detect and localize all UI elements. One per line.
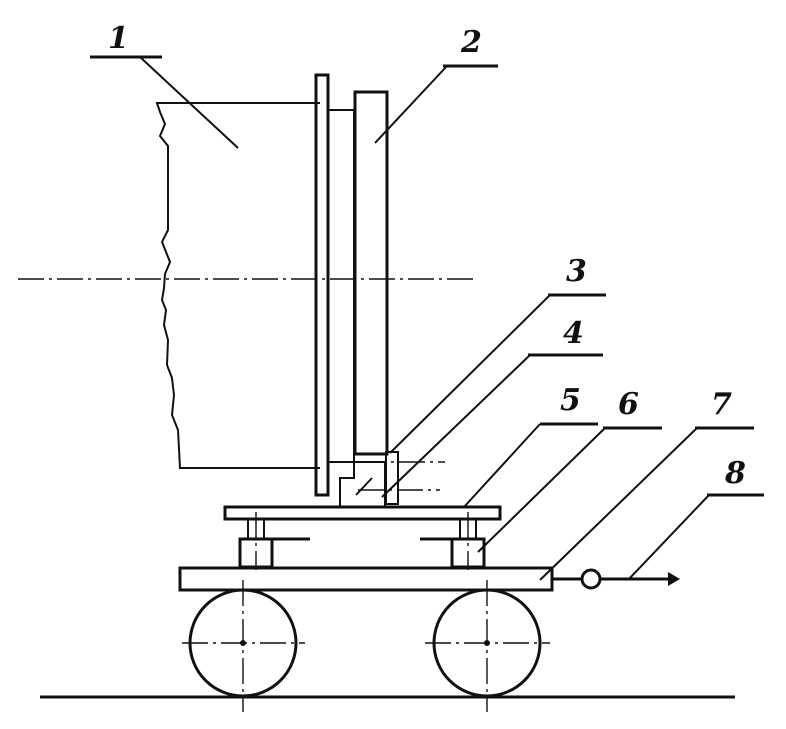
part-1-body	[155, 102, 320, 469]
pull-arrow-icon	[668, 572, 680, 586]
right-wheel	[425, 580, 550, 712]
label-2: 2	[460, 25, 482, 60]
flange-plate	[314, 73, 330, 497]
label-5-leader	[463, 423, 541, 508]
part-4-clamp	[385, 451, 399, 505]
left-wheel	[182, 580, 305, 712]
label-1-leader	[139, 56, 239, 149]
part-7-cart-frame	[178, 566, 554, 592]
label-8: 8	[724, 456, 746, 491]
label-7-leader	[539, 427, 698, 581]
part-8-tow-hook	[552, 568, 680, 590]
label-4-leader	[381, 354, 531, 498]
label-3-leader	[389, 294, 551, 454]
left-support	[238, 512, 310, 570]
label-8-leader	[627, 494, 710, 581]
label-4: 4	[563, 316, 584, 351]
part-6-support	[420, 512, 486, 570]
label-3: 3	[566, 254, 587, 289]
flange-hub	[327, 109, 355, 463]
label-1: 1	[108, 21, 129, 56]
label-5: 5	[560, 383, 581, 418]
part-3-bracket	[339, 461, 386, 506]
label-6: 6	[618, 387, 639, 422]
label-6-leader	[477, 427, 606, 553]
label-2-leader	[374, 65, 448, 144]
part-5-top-plate	[223, 505, 502, 521]
bracket-hatch	[355, 477, 373, 496]
label-7: 7	[711, 387, 732, 422]
part-2-disk	[353, 90, 389, 456]
